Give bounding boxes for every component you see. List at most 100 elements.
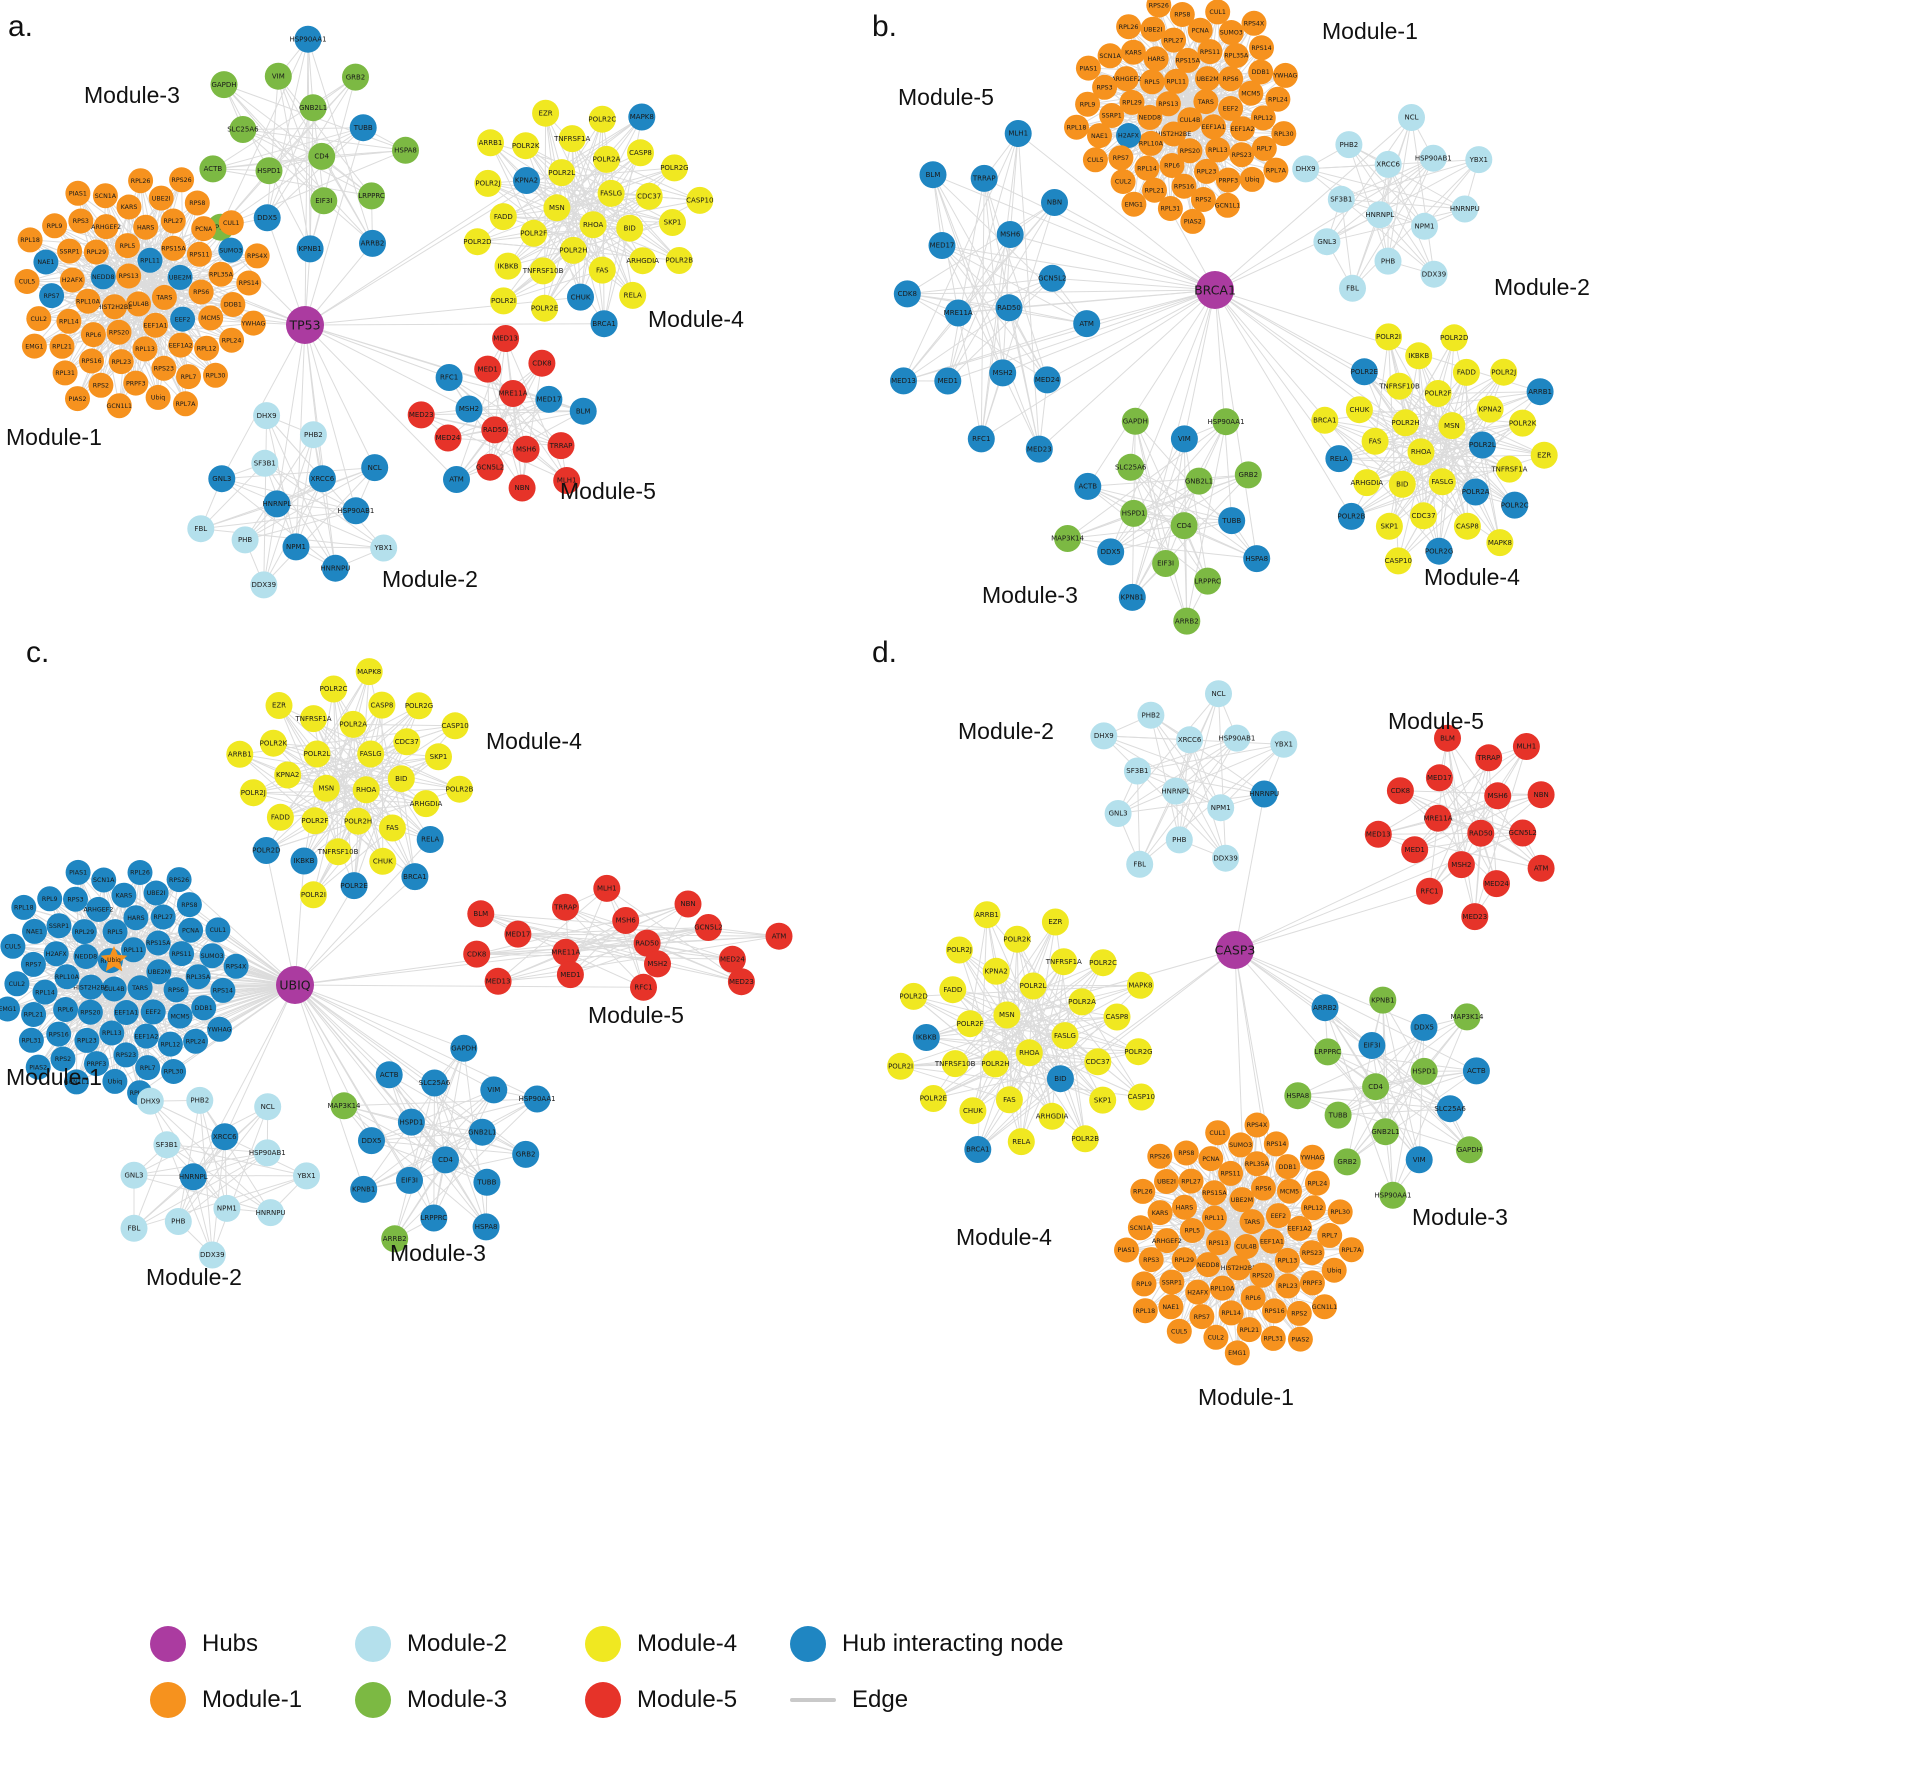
edge bbox=[932, 174, 1088, 324]
gene-node: MLH1 bbox=[593, 874, 621, 902]
gene-node: MSH2 bbox=[644, 950, 671, 978]
gene-node: SKP1 bbox=[659, 209, 686, 236]
gene-node: RPS7 bbox=[1108, 145, 1134, 171]
gene-node: RPL10A bbox=[75, 288, 101, 314]
module-label: Module-2 bbox=[382, 566, 478, 592]
gene-node: KPNA2 bbox=[513, 167, 540, 194]
gene-node: SF3B1 bbox=[1327, 185, 1355, 213]
edge bbox=[1130, 467, 1209, 582]
gene-node: SUMO3 bbox=[218, 237, 244, 263]
edge bbox=[1067, 474, 1249, 539]
gene-node: HSPD1 bbox=[255, 157, 283, 185]
edge bbox=[1214, 157, 1434, 291]
gene-node: DDX39 bbox=[1212, 844, 1240, 872]
edge bbox=[220, 149, 406, 228]
gene-node: FASLG bbox=[1051, 1022, 1079, 1050]
gene-node: PIAS2 bbox=[1180, 208, 1206, 234]
gene-node: CHUK bbox=[1345, 396, 1373, 424]
gene-node: POLR2J bbox=[474, 169, 502, 197]
gene-node: TRRAP bbox=[547, 432, 575, 460]
edge bbox=[304, 127, 364, 326]
edge bbox=[468, 408, 584, 412]
edge bbox=[1474, 746, 1527, 917]
gene-node: PHB bbox=[164, 1208, 192, 1235]
gene-node: NEDD8 bbox=[1195, 1252, 1221, 1278]
gene-node: RPS3 bbox=[68, 208, 94, 234]
edge-swatch bbox=[790, 1698, 836, 1702]
gene-node: POLR2L bbox=[1468, 431, 1496, 459]
edge bbox=[266, 415, 323, 480]
gene-node: NCL bbox=[1398, 104, 1425, 131]
edge bbox=[304, 324, 336, 569]
gene-node: HSP90AB1 bbox=[1218, 724, 1255, 752]
gene-node: IKBKB bbox=[912, 1024, 940, 1051]
gene-node: RPL5 bbox=[1139, 69, 1165, 95]
gene-node: PIAS1 bbox=[65, 180, 91, 206]
gene-node: RPS20 bbox=[1249, 1262, 1275, 1288]
gene-node: POLR2F bbox=[1424, 380, 1452, 407]
gene-node: POLR2A bbox=[339, 710, 367, 738]
gene-node: RPL35A bbox=[1223, 43, 1249, 68]
gene-node: HARS bbox=[1143, 46, 1169, 72]
edge bbox=[903, 312, 959, 382]
gene-node: CDK8 bbox=[463, 940, 491, 968]
gene-node: LRPPRC bbox=[1314, 1038, 1342, 1066]
gene-node: RFC1 bbox=[1416, 877, 1443, 905]
gene-node: RPL23 bbox=[1275, 1273, 1301, 1299]
edge bbox=[497, 888, 608, 982]
edge bbox=[220, 76, 356, 228]
edge bbox=[954, 962, 1104, 1065]
gene-node: HARS bbox=[133, 214, 159, 240]
edge bbox=[265, 850, 296, 986]
gene-node: NPM1 bbox=[282, 533, 310, 561]
gene-node: SF3B1 bbox=[1123, 757, 1151, 785]
gene-node: UBE2I bbox=[1140, 16, 1166, 42]
module-label: Module-3 bbox=[390, 1240, 486, 1266]
edge bbox=[321, 149, 406, 157]
module-label: Module-3 bbox=[84, 82, 180, 108]
gene-node: HNRNPU bbox=[1450, 195, 1480, 223]
edge bbox=[969, 914, 988, 1024]
edge bbox=[907, 289, 1216, 295]
gene-node: RPL5 bbox=[1179, 1218, 1205, 1243]
edge bbox=[1175, 790, 1227, 859]
gene-node: SSRP1 bbox=[57, 238, 83, 264]
edge bbox=[177, 1100, 201, 1222]
gene-node: RPL29 bbox=[1171, 1247, 1197, 1273]
edge bbox=[610, 193, 680, 261]
gene-node: RPL11 bbox=[121, 937, 146, 963]
gene-node: CASP8 bbox=[627, 139, 654, 167]
gene-node: BID bbox=[1046, 1065, 1074, 1093]
gene-node: RELA bbox=[619, 281, 647, 309]
gene-node: MED17 bbox=[1425, 764, 1453, 792]
edge bbox=[1418, 1027, 1425, 1160]
edge bbox=[1341, 159, 1479, 200]
gene-node: ACTB bbox=[375, 1061, 403, 1089]
gene-node: GRB2 bbox=[342, 63, 369, 91]
gene-node: CUL5 bbox=[14, 269, 40, 294]
gene-node: EMG1 bbox=[21, 333, 47, 359]
gene-node: MED17 bbox=[504, 920, 532, 948]
module-label: Module-1 bbox=[1322, 18, 1418, 44]
gene-node: RHOA bbox=[1407, 438, 1435, 466]
gene-node: RPL6 bbox=[80, 322, 106, 348]
gene-node: CD4 bbox=[308, 142, 336, 170]
gene-node: RPS13 bbox=[1206, 1230, 1231, 1256]
edge bbox=[1033, 984, 1141, 987]
gene-node: RPL21 bbox=[21, 1002, 47, 1027]
gene-node: DDB1 bbox=[191, 995, 217, 1021]
gene-node: RFC1 bbox=[630, 973, 657, 1001]
gene-node: KPNA2 bbox=[1476, 395, 1504, 423]
edge bbox=[1324, 1007, 1470, 1151]
gene-node: CDK8 bbox=[528, 349, 556, 377]
gene-node: MED1 bbox=[1401, 836, 1429, 864]
gene-node: RPS23 bbox=[113, 1042, 139, 1068]
gene-node: Ubiq bbox=[102, 1068, 128, 1094]
gene-node: YWHAG bbox=[240, 310, 266, 336]
edge bbox=[480, 913, 658, 965]
edge bbox=[646, 942, 742, 983]
gene-node: GAPDH bbox=[210, 71, 238, 99]
gene-node: PHB2 bbox=[186, 1086, 214, 1114]
gene-node: SCN1A bbox=[92, 183, 118, 209]
